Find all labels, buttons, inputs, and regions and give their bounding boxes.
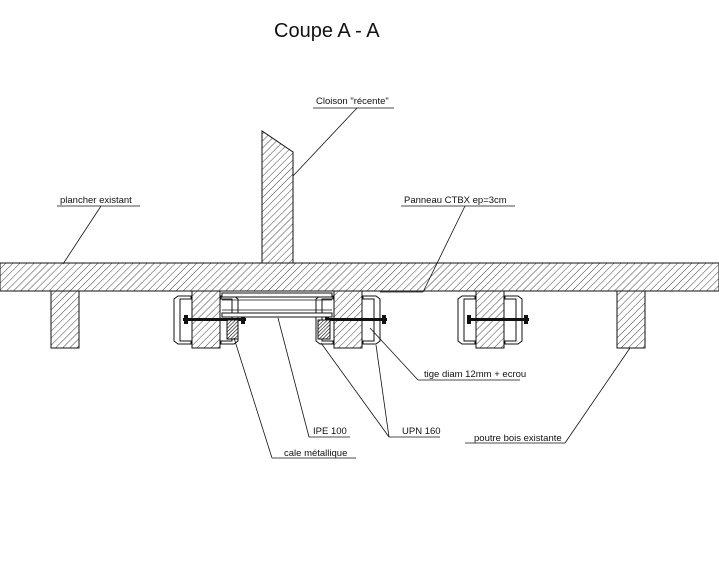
upn-channels bbox=[173, 295, 523, 345]
label-cloison: Cloison "récente" bbox=[316, 96, 389, 107]
label-cale: cale métallique bbox=[284, 448, 347, 459]
upn-channel bbox=[362, 295, 381, 345]
label-ipe: IPE 100 bbox=[313, 426, 347, 437]
label-panneau: Panneau CTBX ep=3cm bbox=[404, 195, 507, 206]
threaded-rod bbox=[183, 318, 246, 321]
label-poutre: poutre bois existante bbox=[474, 433, 562, 444]
timber-beam-right bbox=[616, 290, 646, 349]
label-tige: tige diam 12mm + ecrou bbox=[424, 369, 526, 380]
label-upn: UPN 160 bbox=[402, 426, 441, 437]
label-plancher: plancher existant bbox=[60, 195, 132, 206]
threaded-rod bbox=[467, 318, 529, 321]
leader-lines bbox=[57, 107, 631, 459]
nut bbox=[382, 315, 386, 324]
upn-channel bbox=[457, 295, 476, 345]
nut bbox=[467, 315, 471, 324]
steel-packing-left bbox=[226, 319, 239, 340]
timber-beam-left bbox=[50, 290, 80, 349]
upn-channel bbox=[173, 295, 192, 345]
drawing-title: Coupe A - A bbox=[274, 20, 380, 42]
nut bbox=[184, 315, 188, 324]
ipe-beam bbox=[221, 292, 333, 318]
partition-wall bbox=[261, 130, 294, 264]
upn-channel bbox=[504, 295, 523, 345]
nut bbox=[524, 315, 528, 324]
steel-packing-right bbox=[317, 319, 331, 340]
floor-slab bbox=[0, 262, 719, 292]
nut bbox=[241, 315, 245, 324]
threaded-rod bbox=[325, 318, 387, 321]
